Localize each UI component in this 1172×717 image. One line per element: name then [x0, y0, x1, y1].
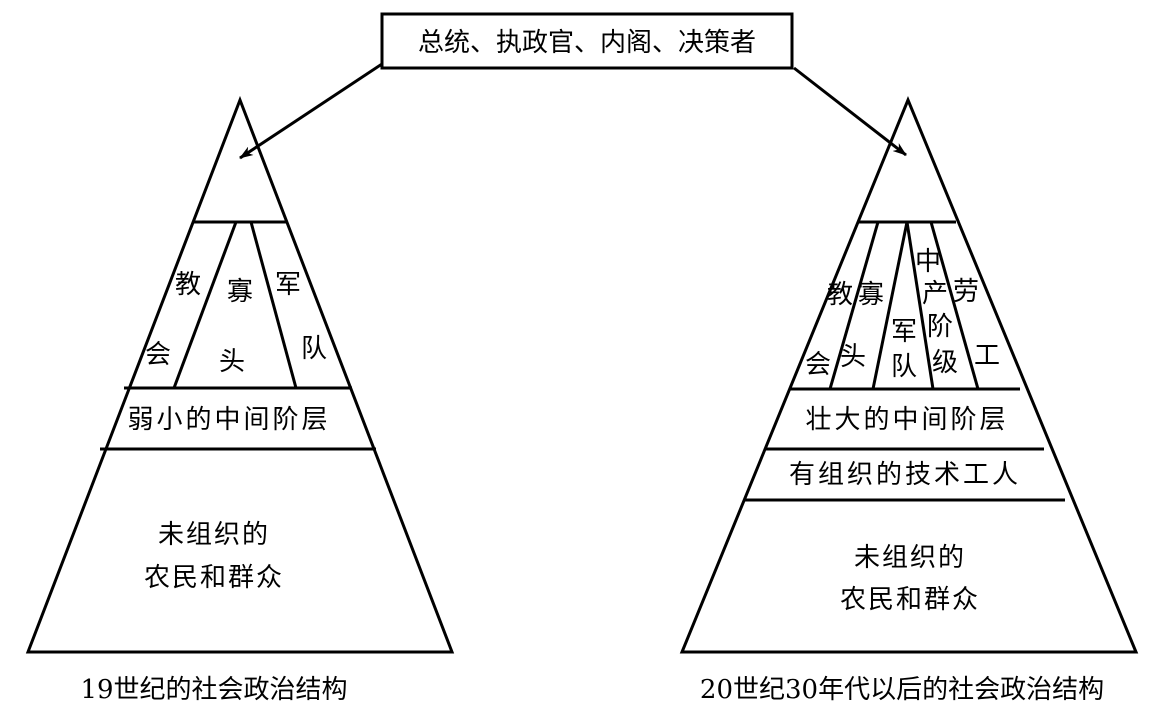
arrow-left: [239, 62, 383, 160]
left-oligarchs-2: 头: [219, 347, 245, 377]
arrow-right: [793, 66, 907, 157]
left-army-2: 队: [301, 334, 327, 364]
left-church-1: 教: [175, 270, 201, 300]
right-middleclass-1: 中: [915, 247, 941, 277]
top-box-label: 总统、执政官、内阁、决策者: [418, 28, 756, 58]
right-middle-stratum: 壮大的中间阶层: [805, 405, 1008, 435]
left-base-line1: 未组织的: [158, 520, 270, 550]
right-organized-workers: 有组织的技术工人: [789, 460, 1021, 490]
right-army-1: 军: [891, 317, 917, 347]
right-base-line1: 未组织的: [854, 543, 966, 573]
right-oligarchs-1: 寡: [858, 280, 884, 310]
left-pyramid: [25, 95, 455, 654]
right-pyramid: [679, 96, 1139, 654]
right-church-1: 教: [827, 280, 853, 310]
right-middleclass-3: 阶: [927, 312, 953, 342]
left-oligarchs-1: 寡: [227, 277, 253, 307]
left-caption: 19世纪的社会政治结构: [80, 675, 347, 705]
right-labor-1: 劳: [953, 277, 979, 307]
left-base-line2: 农民和群众: [144, 563, 284, 593]
left-middle-stratum: 弱小的中间阶层: [127, 405, 330, 435]
right-middleclass-2: 产: [922, 279, 948, 309]
right-middleclass-4: 级: [932, 348, 958, 378]
top-box: [380, 12, 794, 70]
right-army-2: 队: [891, 352, 917, 382]
right-caption: 20世纪30年代以后的社会政治结构: [700, 675, 1104, 705]
right-church-2: 会: [805, 350, 831, 380]
right-oligarchs-2: 头: [840, 342, 866, 372]
right-labor-2: 工: [974, 341, 1000, 371]
left-church-2: 会: [145, 340, 171, 370]
right-base-line2: 农民和群众: [840, 585, 980, 615]
left-army-1: 军: [275, 270, 301, 300]
